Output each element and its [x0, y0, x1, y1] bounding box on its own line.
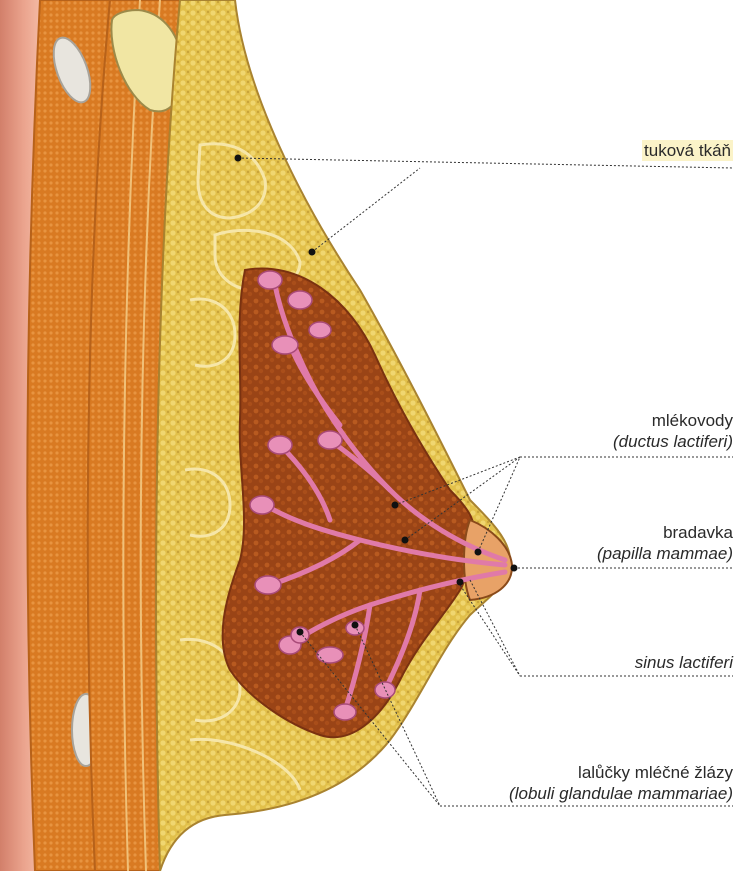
label-sinus-latin: sinus lactiferi: [635, 652, 733, 673]
leader-sinus-1: [470, 580, 520, 676]
label-nipple-latin: (papilla mammae): [597, 543, 733, 564]
label-fat-name: tuková tkáň: [642, 140, 733, 161]
label-nipple-name: bradavka: [597, 522, 733, 543]
label-lobules: lalůčky mléčné žlázy (lobuli glandulae m…: [509, 762, 733, 804]
label-ducts-latin: (ductus lactiferi): [613, 431, 733, 452]
label-sinus: sinus lactiferi: [635, 652, 733, 673]
label-nipple: bradavka (papilla mammae): [597, 522, 733, 564]
label-milk-ducts: mlékovody (ductus lactiferi): [613, 410, 733, 452]
label-lobules-latin: (lobuli glandulae mammariae): [509, 783, 733, 804]
leader-fat-2: [312, 168, 420, 252]
label-lobules-name: lalůčky mléčné žlázy: [509, 762, 733, 783]
label-ducts-name: mlékovody: [613, 410, 733, 431]
label-fat-tissue: tuková tkáň: [642, 140, 733, 161]
